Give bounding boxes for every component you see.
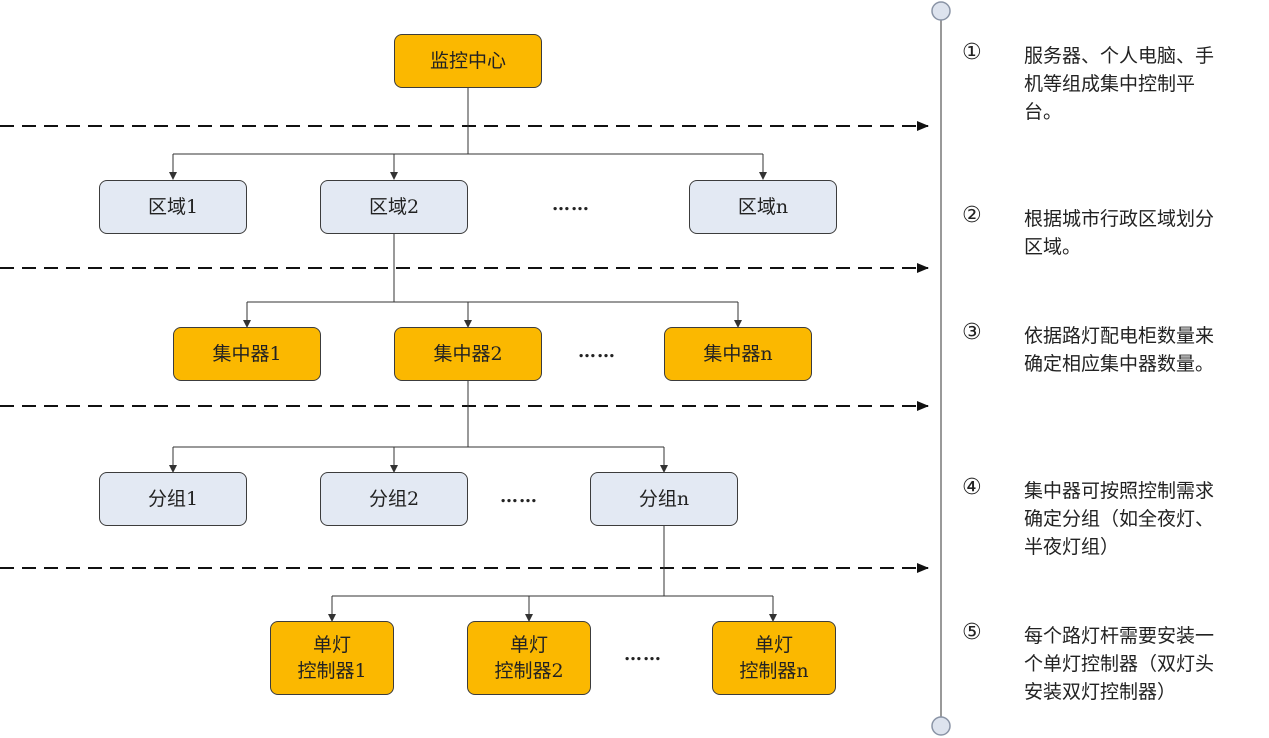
controller-n-line1: 单灯	[754, 634, 793, 656]
node-concentrator-1: 集中器1	[173, 327, 321, 381]
step-2-number: ②	[962, 203, 982, 228]
timeline-bottom-node	[931, 716, 951, 736]
timeline-top-node	[931, 1, 951, 21]
step-5-number: ⑤	[962, 620, 982, 645]
step-3-number: ③	[962, 320, 982, 345]
step-5-text: 每个路灯杆需要安装一个单灯控制器（双灯头安装双灯控制器）	[1024, 625, 1215, 703]
node-controller-2: 单灯 控制器2	[467, 621, 591, 695]
controller-1-line2: 控制器1	[297, 660, 367, 682]
step-4-number: ④	[962, 475, 982, 500]
node-concentrator-n: 集中器n	[664, 327, 812, 381]
node-controller-n: 单灯 控制器n	[712, 621, 836, 695]
node-region-2: 区域2	[320, 180, 468, 234]
step-3-text: 依据路灯配电柜数量来确定相应集中器数量。	[1024, 325, 1215, 375]
ellipsis-groups: ……	[500, 486, 538, 507]
level-separators	[0, 121, 929, 573]
step-2-text: 根据城市行政区域划分区域。	[1024, 208, 1215, 258]
step-1-number: ①	[962, 40, 982, 65]
node-controller-1: 单灯 控制器1	[270, 621, 394, 695]
step-4-text: 集中器可按照控制需求确定分组（如全夜灯、半夜灯组）	[1024, 480, 1215, 558]
controller-n-line2: 控制器n	[739, 660, 809, 682]
node-group-n: 分组n	[590, 472, 738, 526]
controller-1-line1: 单灯	[312, 634, 351, 656]
node-monitoring-center: 监控中心	[394, 34, 542, 88]
ellipsis-concentrators: ……	[578, 341, 616, 362]
ellipsis-regions: ……	[552, 194, 590, 215]
step-1-text: 服务器、个人电脑、手机等组成集中控制平台。	[1024, 45, 1215, 123]
controller-2-line1: 单灯	[509, 634, 548, 656]
controller-2-line2: 控制器2	[494, 660, 564, 682]
node-region-n: 区域n	[689, 180, 837, 234]
node-concentrator-2: 集中器2	[394, 327, 542, 381]
node-group-2: 分组2	[320, 472, 468, 526]
node-region-1: 区域1	[99, 180, 247, 234]
ellipsis-controllers: ……	[624, 644, 662, 665]
node-group-1: 分组1	[99, 472, 247, 526]
